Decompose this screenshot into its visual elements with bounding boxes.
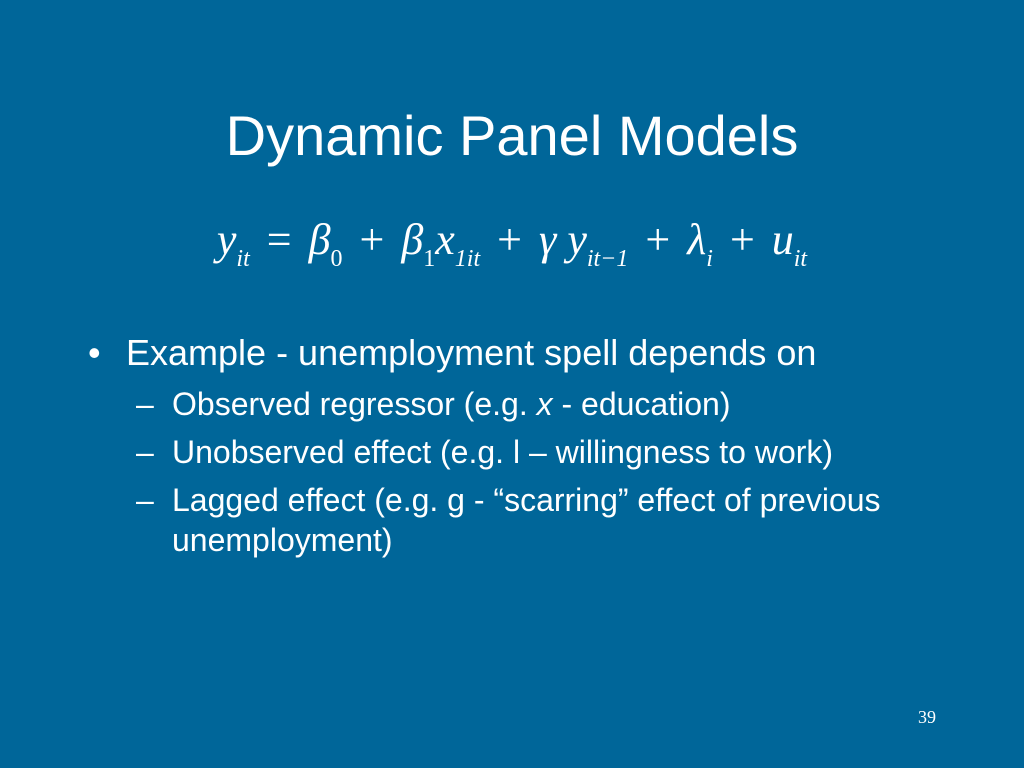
eq-equals: = xyxy=(266,215,292,264)
eq-sub-it-1: it−1 xyxy=(586,246,629,272)
sub-bullet-marker: – xyxy=(136,386,154,422)
bullet-item: • Example - unemployment spell depends o… xyxy=(88,330,958,376)
sub-bullet-item: – Unobserved effect (e.g. l – willingnes… xyxy=(136,432,958,472)
eq-plus-4: + xyxy=(729,215,755,264)
sub-bullet-item: – Lagged effect (e.g. g - “scarring” eff… xyxy=(136,480,958,560)
eq-y-lag: y xyxy=(567,215,587,264)
sub-bullet-list: – Observed regressor (e.g. x - education… xyxy=(136,384,958,560)
eq-y: y xyxy=(216,215,237,264)
eq-plus-3: + xyxy=(645,215,671,264)
eq-sub-1: 1 xyxy=(423,246,436,272)
bullet-marker: • xyxy=(88,332,101,373)
eq-x: x xyxy=(435,215,455,264)
eq-sub-i: i xyxy=(706,246,713,272)
eq-u: u xyxy=(771,215,794,264)
eq-beta0: β xyxy=(308,215,331,264)
sub-bullet-text: Unobserved effect (e.g. l – willingness … xyxy=(172,434,834,470)
eq-plus-2: + xyxy=(497,215,522,264)
sub-bullet-italic: x xyxy=(536,386,553,422)
eq-plus-1: + xyxy=(359,215,385,264)
bullet-list: • Example - unemployment spell depends o… xyxy=(88,330,958,568)
eq-sub-it: it xyxy=(236,246,250,272)
sub-bullet-text: Lagged effect (e.g. g - “scarring” effec… xyxy=(172,482,881,558)
model-equation: yit = β0 + β1x1it + γ yit−1 + λi + uit xyxy=(0,210,1024,272)
eq-sub-it-u: it xyxy=(793,246,808,272)
sub-bullet-item: – Observed regressor (e.g. x - education… xyxy=(136,384,958,424)
eq-gamma: γ xyxy=(538,215,557,264)
eq-beta1: β xyxy=(401,215,424,264)
eq-sub-0: 0 xyxy=(330,246,343,272)
page-number: 39 xyxy=(918,707,936,727)
slide-title: Dynamic Panel Models xyxy=(225,104,799,167)
sub-bullet-marker: – xyxy=(136,482,154,518)
sub-bullet-text-before: Observed regressor (e.g. xyxy=(172,386,537,422)
eq-sub-1it: 1it xyxy=(454,246,481,272)
bullet-text: Example - unemployment spell depends on xyxy=(126,332,817,373)
sub-bullet-text-after: - education) xyxy=(552,386,731,422)
sub-bullet-marker: – xyxy=(136,434,154,470)
eq-lambda: λ xyxy=(687,215,707,264)
